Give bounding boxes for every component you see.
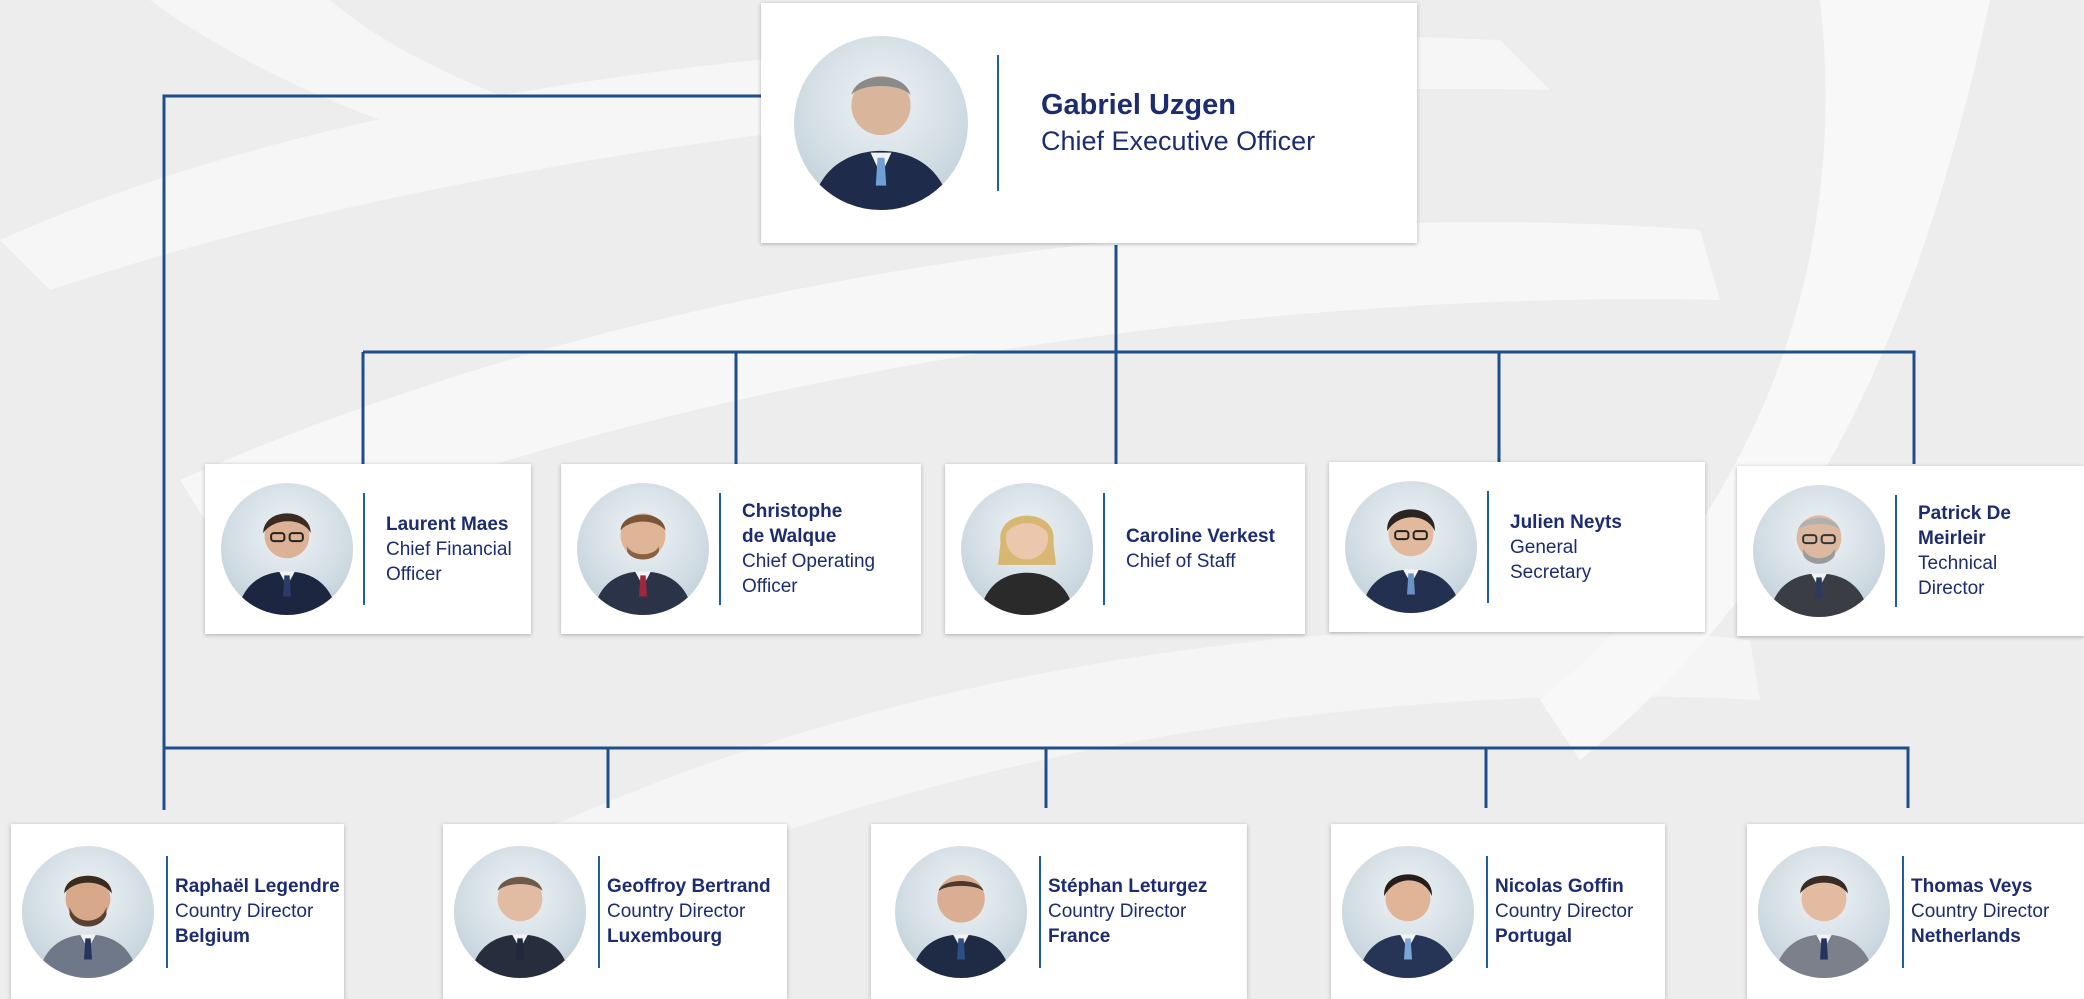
country-director-divider bbox=[1486, 855, 1488, 968]
country-director-photo bbox=[1342, 845, 1474, 978]
exec-card-general-secretary: Julien Neyts General Secretary bbox=[1329, 462, 1705, 632]
country-director-country: Luxembourg bbox=[607, 926, 723, 947]
exec-divider bbox=[1487, 491, 1489, 603]
country-director-country: Portugal bbox=[1495, 926, 1573, 947]
exec-name-line: de Walque bbox=[742, 526, 837, 547]
exec-card-cfo: Laurent Maes Chief Financial Officer bbox=[205, 464, 531, 634]
country-director-title: Country Director bbox=[1911, 901, 2050, 922]
exec-title-line: Officer bbox=[742, 576, 798, 597]
country-director-name: Thomas Veys bbox=[1911, 876, 2033, 897]
exec-name: Laurent Maes bbox=[386, 513, 509, 535]
exec-divider bbox=[363, 493, 365, 605]
country-director-divider bbox=[598, 855, 600, 968]
exec-divider bbox=[1103, 493, 1105, 605]
country-director-divider bbox=[1039, 855, 1041, 968]
country-director-title: Country Director bbox=[607, 901, 746, 922]
country-director-photo bbox=[895, 845, 1027, 978]
exec-title-line: Officer bbox=[386, 563, 442, 585]
country-director-name: Stéphan Leturgez bbox=[1048, 876, 1208, 897]
exec-title-line: Chief of Staff bbox=[1126, 551, 1236, 572]
exec-card-chief-of-staff: Caroline Verkest Chief of Staff bbox=[945, 464, 1305, 634]
exec-photo bbox=[1753, 485, 1885, 617]
country-director-divider bbox=[1902, 855, 1904, 968]
country-director-name: Nicolas Goffin bbox=[1495, 876, 1624, 897]
ceo-title: Chief Executive Officer bbox=[1041, 126, 1316, 156]
exec-photo bbox=[1345, 481, 1477, 613]
ceo-divider bbox=[997, 55, 999, 191]
ceo-photo bbox=[794, 36, 968, 210]
ceo-card: Gabriel Uzgen Chief Executive Officer bbox=[761, 3, 1417, 243]
exec-photo bbox=[577, 483, 709, 615]
country-director-name: Geoffroy Bertrand bbox=[607, 876, 771, 897]
country-director-country: Belgium bbox=[175, 926, 250, 947]
exec-title-line: General bbox=[1510, 536, 1578, 558]
country-director-photo bbox=[454, 845, 586, 978]
country-director-card-luxembourg: Geoffroy Bertrand Country Director Luxem… bbox=[443, 824, 787, 999]
exec-divider bbox=[1895, 495, 1897, 607]
exec-title-line: Technical bbox=[1918, 553, 1998, 574]
country-director-title: Country Director bbox=[1495, 901, 1634, 922]
country-director-card-portugal: Nicolas Goffin Country Director Portugal bbox=[1331, 824, 1665, 999]
exec-photo bbox=[221, 483, 353, 615]
exec-name-line: Patrick De bbox=[1918, 503, 2011, 524]
exec-photo bbox=[961, 483, 1093, 615]
exec-title-line: Director bbox=[1918, 578, 1985, 599]
exec-name: Julien Neyts bbox=[1510, 511, 1622, 533]
exec-card-technical-director: Patrick De Meirleir Technical Director bbox=[1737, 466, 2084, 636]
exec-divider bbox=[719, 493, 721, 605]
country-director-photo bbox=[1758, 845, 1890, 978]
exec-title-line: Chief Financial bbox=[386, 538, 512, 560]
country-director-title: Country Director bbox=[175, 901, 314, 922]
exec-title-line: Secretary bbox=[1510, 561, 1592, 583]
country-director-name: Raphaël Legendre bbox=[175, 876, 340, 897]
country-director-photo bbox=[22, 845, 154, 978]
exec-card-coo: Christophe de Walque Chief Operating Off… bbox=[561, 464, 921, 634]
country-director-card-netherlands: Thomas Veys Country Director Netherlands bbox=[1747, 824, 2084, 999]
country-director-card-belgium: Raphaël Legendre Country Director Belgiu… bbox=[11, 824, 344, 999]
country-director-divider bbox=[166, 855, 168, 968]
country-director-country: France bbox=[1048, 926, 1111, 947]
exec-name-line: Meirleir bbox=[1918, 528, 1986, 549]
ceo-name: Gabriel Uzgen bbox=[1041, 89, 1236, 121]
country-director-title: Country Director bbox=[1048, 901, 1187, 922]
country-director-card-france: Stéphan Leturgez Country Director France bbox=[871, 824, 1247, 999]
exec-name-line: Christophe bbox=[742, 501, 843, 522]
exec-title-line: Chief Operating bbox=[742, 551, 876, 572]
exec-name: Caroline Verkest bbox=[1126, 526, 1275, 547]
country-director-country: Netherlands bbox=[1911, 926, 2021, 947]
